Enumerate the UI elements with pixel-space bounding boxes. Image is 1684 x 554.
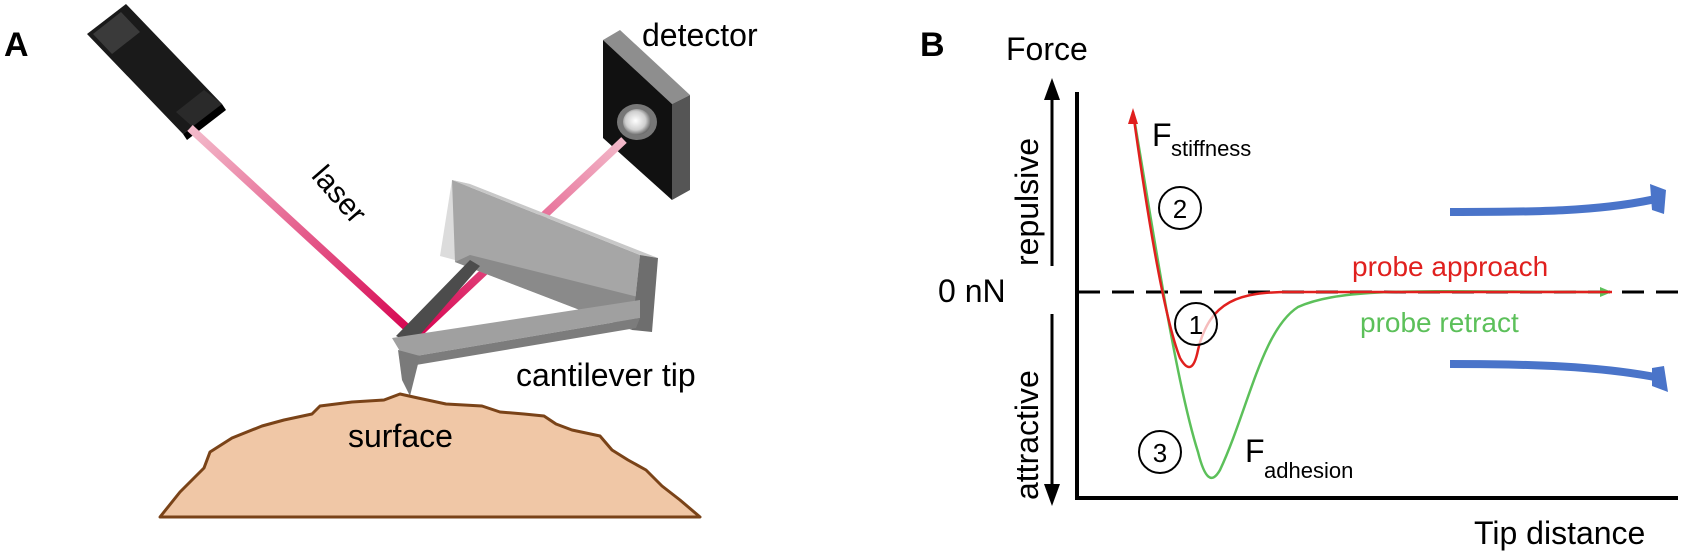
panel-a-label: A (4, 26, 29, 64)
force-label: Force (1006, 31, 1088, 67)
surface-label: surface (348, 418, 453, 454)
marker-3-text: 3 (1153, 438, 1167, 468)
blue-arrow-lower (1449, 360, 1668, 392)
marker-3: 3 (1138, 430, 1182, 474)
approach-arrowhead (1128, 108, 1138, 124)
f-stiffness-label: F stiffness (1152, 117, 1251, 161)
marker-2-text: 2 (1173, 194, 1187, 224)
repulsive-label: repulsive (1009, 138, 1045, 266)
plot-axes (1075, 92, 1678, 500)
laser-beam-incoming (187, 125, 419, 339)
blue-arrow-upper (1449, 184, 1666, 216)
detector-label: detector (642, 17, 758, 53)
probe-retract-label: probe retract (1360, 307, 1519, 338)
probe-approach-label: probe approach (1352, 251, 1548, 282)
marker-2: 2 (1158, 186, 1202, 230)
attractive-label: attractive (1009, 370, 1045, 500)
f-stiffness-main: F (1152, 117, 1172, 153)
marker-1: 1 (1174, 302, 1218, 346)
f-stiffness-sub: stiffness (1171, 136, 1251, 161)
cantilever-tip-label: cantilever tip (516, 357, 696, 393)
detector-icon (603, 30, 690, 200)
marker-1-text: 1 (1189, 310, 1203, 340)
laser-label: laser (305, 159, 373, 230)
laser-icon (87, 4, 226, 140)
tip-distance-label: Tip distance (1474, 515, 1645, 551)
f-adhesion-main: F (1245, 433, 1265, 469)
f-adhesion-sub: adhesion (1264, 458, 1353, 483)
retract-curve (1131, 111, 1611, 480)
force-axis-arrow (1044, 78, 1060, 506)
surface-shape (158, 392, 702, 519)
cantilever-icon (392, 180, 658, 396)
approach-curve (1131, 111, 1612, 369)
panel-b-label: B (920, 26, 945, 64)
f-adhesion-label: F adhesion (1245, 433, 1353, 483)
zero-force-label: 0 nN (938, 273, 1006, 309)
